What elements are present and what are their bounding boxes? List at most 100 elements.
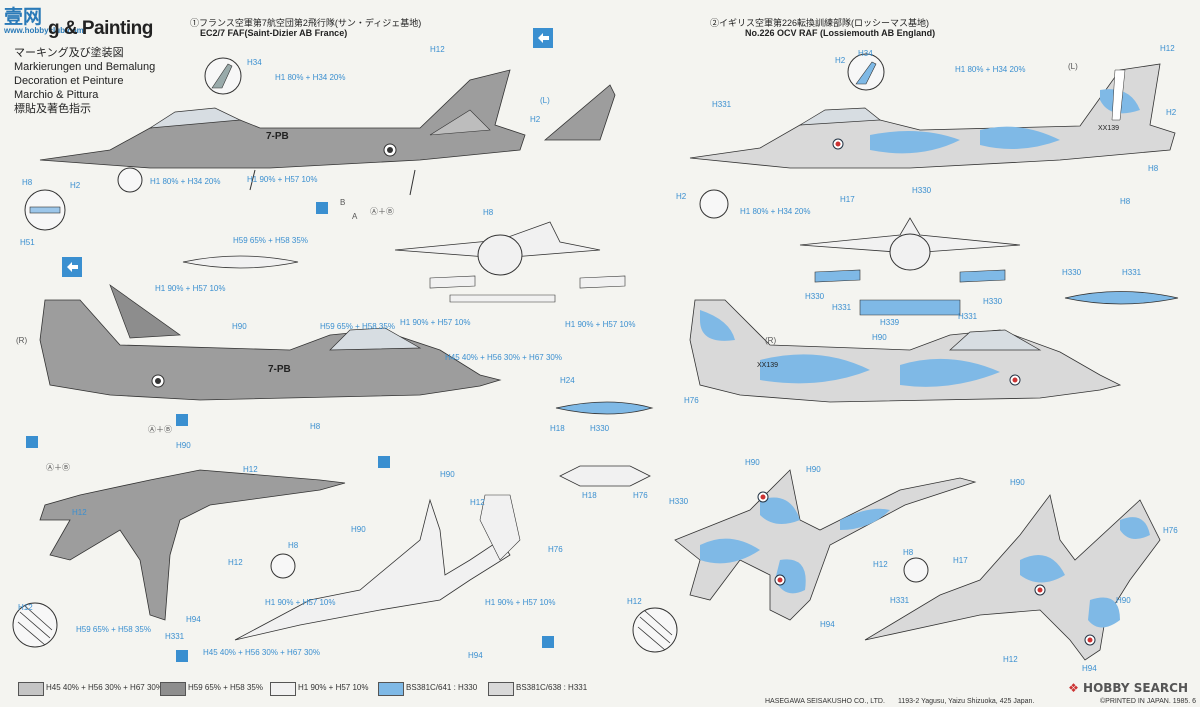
star-badges xyxy=(26,202,554,662)
callout-h8-l: H8 xyxy=(22,178,33,187)
callout-h2-l: H2 xyxy=(530,115,541,124)
callout-h90-rbot2: H90 xyxy=(1116,596,1131,605)
callout-h8-rbot: H8 xyxy=(903,548,914,557)
callout-mix-h1-h57-under2: H1 90% + H57 10% xyxy=(265,598,336,607)
callout-h94-rtop: H94 xyxy=(820,620,835,629)
aircraft-code-raf-top: XX139 xyxy=(1098,125,1120,132)
callout-h76-r: H76 xyxy=(684,396,699,405)
callout-mix-h1-h34-l2: H1 80% + H34 20% xyxy=(150,177,221,186)
callout-h90-rtop: H90 xyxy=(745,458,760,467)
watermark-url: www.hobbyclub.com xyxy=(4,26,84,35)
hobbysearch-logo: ❖ HOBBY SEARCH xyxy=(1068,681,1188,695)
callout-mix-h1-h57-front-r: H1 90% + H57 10% xyxy=(565,320,636,329)
page-title: g & Painting xyxy=(48,18,153,39)
callout-l-label: (L) xyxy=(540,96,550,105)
callout-h2-l2: H2 xyxy=(70,181,81,190)
paint-label-h45: H45 40% + H56 30% + H67 30% xyxy=(46,683,163,692)
callout-h76-under: H76 xyxy=(548,545,563,554)
callout-h331-front: H331 xyxy=(832,303,852,312)
callout-mix-h1-h57-l: H1 90% + H57 10% xyxy=(247,175,318,184)
callout-h17-r: H17 xyxy=(840,195,855,204)
callout-mix-h1-h57-under: H1 90% + H57 10% xyxy=(485,598,556,607)
callout-mix-h59-h58-mid: H59 65% + H58 35% xyxy=(320,322,395,331)
callout-h12-bot: H12 xyxy=(18,603,33,612)
callout-h8-l2: H8 xyxy=(483,208,494,217)
aircraft-code-raf-mid: XX139 xyxy=(757,362,779,369)
callout-ab-bot: Ⓐ＋Ⓑ xyxy=(46,463,70,472)
callout-h17-rbot: H17 xyxy=(953,556,968,565)
callout-h330-front2: H330 xyxy=(983,297,1003,306)
callout-mix-h1-h57-tank: H1 90% + H57 10% xyxy=(155,284,226,293)
lang-fr: Decoration et Peinture xyxy=(14,75,124,87)
callout-h90-r: H90 xyxy=(872,333,887,342)
callout-h8-under: H8 xyxy=(288,541,299,550)
callout-h12-rtop: H12 xyxy=(873,560,888,569)
callout-r-r: (R) xyxy=(765,336,777,345)
lang-de: Markierungen und Bemalung xyxy=(14,61,156,73)
paint-swatch-h59 xyxy=(160,682,186,696)
callout-h18-b: H18 xyxy=(582,491,597,500)
paint-label-h330: BS381C/641 : H330 xyxy=(406,683,478,692)
callout-h330-rtop: H330 xyxy=(669,497,689,506)
front-view xyxy=(394,217,1021,316)
footer-address: 1193-2 Yagusu, Yaizu Shizuoka, 425 Japan… xyxy=(898,698,1035,705)
callout-h8-r: H8 xyxy=(1148,164,1159,173)
watermark-text: 壹网 xyxy=(4,7,43,28)
callout-h8-mid: H8 xyxy=(310,422,321,431)
callout-mix-h59-h58-tank: H59 65% + H58 35% xyxy=(233,236,308,245)
callout-h330-tank: H330 xyxy=(590,424,610,433)
flag-badge-mid xyxy=(62,257,82,277)
callout-h90-rbot: H90 xyxy=(1010,478,1025,487)
callout-h76: H76 xyxy=(633,491,648,500)
aircraft-code-fr-mid: 7-PB xyxy=(268,364,291,375)
watermark-logo: 壹网 www.hobbyclub.com xyxy=(4,2,84,35)
callout-h24: H24 xyxy=(560,376,575,385)
callout-h12-rbot: H12 xyxy=(1003,655,1018,664)
detail-circles-bottom xyxy=(12,553,929,653)
callout-h330-tank-r: H330 xyxy=(1062,268,1082,277)
version-right-jp: ②イギリス空軍第226転換訓練部隊(ロッシーマス基地) xyxy=(710,18,930,28)
callout-mix-h45-mid: H45 40% + H56 30% + H67 30% xyxy=(445,353,562,362)
callout-h76-rbot: H76 xyxy=(1163,526,1178,535)
callout-h331-r: H331 xyxy=(712,100,732,109)
callout-h2-r: H2 xyxy=(835,56,846,65)
raf-detail-circle xyxy=(699,53,885,219)
callout-h90-top: H90 xyxy=(176,441,191,450)
callout-mix-h1-h34-l: H1 80% + H34 20% xyxy=(275,73,346,82)
callout-h90-rtop2: H90 xyxy=(806,465,821,474)
callout-mix-h1-h34-r2: H1 80% + H34 20% xyxy=(740,207,811,216)
callout-h331: H331 xyxy=(165,632,185,641)
paint-swatch-h331 xyxy=(488,682,514,696)
callout-ab-l: Ⓐ＋Ⓑ xyxy=(370,207,394,216)
paint-label-h331: BS381C/638 : H331 xyxy=(516,683,588,692)
callout-h12-under: H12 xyxy=(470,498,485,507)
paint-swatch-h1 xyxy=(270,682,296,696)
callout-h18: H18 xyxy=(550,424,565,433)
paint-swatch-h330 xyxy=(378,682,404,696)
callout-h51: H51 xyxy=(20,238,35,247)
callout-h2-r2: H2 xyxy=(1166,108,1177,117)
callout-l-r: (L) xyxy=(1068,62,1078,71)
lang-cn: 標貼及著色指示 xyxy=(14,103,91,115)
callout-h12-top3: H12 xyxy=(228,558,243,567)
callout-mix-h1-h34-r: H1 80% + H34 20% xyxy=(955,65,1026,74)
footer-printed: ©PRINTED IN JAPAN. 1985. 6 xyxy=(1100,698,1197,705)
callout-b-l: B xyxy=(340,198,346,207)
callout-h90-l: H90 xyxy=(232,322,247,331)
callout-h331-rbot: H331 xyxy=(890,596,910,605)
raf-side-profile-mid xyxy=(689,299,1122,403)
callout-h12-top2: H12 xyxy=(72,508,87,517)
callout-h2-r3: H2 xyxy=(676,192,687,201)
paint-label-h59: H59 65% + H58 35% xyxy=(188,683,263,692)
callout-h34-r: H34 xyxy=(858,49,873,58)
callout-h94-rbot: H94 xyxy=(1082,664,1097,673)
version-left-en: EC2/7 FAF(Saint-Dizier AB France) xyxy=(200,28,348,38)
callout-h12-top: H12 xyxy=(243,465,258,474)
callout-mix-h59-h58-bot: H59 65% + H58 35% xyxy=(76,625,151,634)
callout-h330-r: H330 xyxy=(912,186,932,195)
version-right-en: No.226 OCV RAF (Lossiemouth AB England) xyxy=(745,28,936,38)
callout-r-l: (R) xyxy=(16,336,28,345)
lang-it: Marchio & Pittura xyxy=(14,89,99,101)
raf-bottom-view xyxy=(864,494,1161,661)
